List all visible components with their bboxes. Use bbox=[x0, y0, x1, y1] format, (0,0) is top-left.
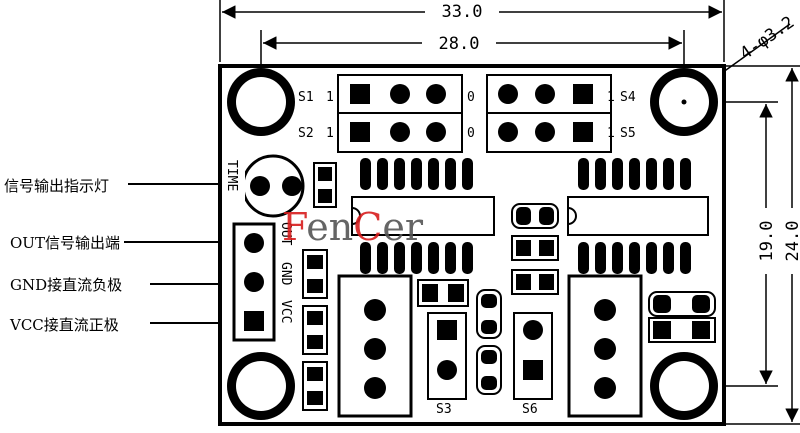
gnd-pin-label: GND bbox=[278, 262, 293, 286]
out-pin-label: OUT bbox=[278, 222, 293, 246]
s2-one-label: 1 bbox=[326, 126, 334, 141]
ic-chip-left bbox=[351, 158, 495, 274]
jumper-block-s1-s2 bbox=[337, 74, 463, 153]
width-outer-label: 33.0 bbox=[442, 2, 483, 22]
potentiometer-left bbox=[337, 274, 413, 418]
mounting-hole-bottom-left bbox=[227, 352, 295, 420]
height-holes-label: 19.0 bbox=[757, 221, 777, 262]
jumper-block-s4-s5 bbox=[486, 74, 612, 153]
s5-one-label: 1 bbox=[607, 126, 615, 141]
side-annotation-out: OUT信号输出端 bbox=[10, 234, 234, 252]
fencer-watermark: FenCer bbox=[282, 205, 424, 249]
right-smd-parts bbox=[648, 291, 716, 343]
hole-spec-label: 4-φ3.2 bbox=[736, 12, 798, 64]
pcb-board: S1 1 S2 1 0 0 1 S4 1 S5 TIME bbox=[218, 64, 726, 426]
time-label: TIME bbox=[224, 160, 239, 191]
watermark-f: F bbox=[282, 205, 307, 249]
height-outer-label: 24.0 bbox=[783, 221, 800, 262]
s6-label: S6 bbox=[522, 402, 538, 417]
dimension-width-holes: 28.0 bbox=[260, 30, 685, 100]
jumper-s3 bbox=[427, 312, 467, 400]
center-smd-parts bbox=[511, 203, 559, 295]
vcc-label: VCC接直流正极 bbox=[9, 316, 119, 334]
signal-led bbox=[237, 154, 305, 218]
led-resistor bbox=[313, 162, 337, 208]
dimension-height-outer: 24.0 bbox=[724, 65, 800, 425]
s4-one-label: 1 bbox=[607, 90, 615, 105]
center-caps bbox=[476, 289, 502, 395]
gnd-label: GND接直流负极 bbox=[10, 276, 122, 294]
vcc-pin-label: VCC bbox=[278, 300, 293, 323]
jumper-s6 bbox=[513, 312, 553, 400]
dimension-height-holes: 19.0 bbox=[724, 101, 778, 387]
s3-label: S3 bbox=[436, 402, 452, 417]
s1-one-label: 1 bbox=[326, 90, 334, 105]
svg-text:FenCer: FenCer bbox=[282, 205, 424, 249]
potentiometer-right bbox=[567, 274, 643, 418]
mounting-hole-top-right bbox=[650, 68, 718, 136]
dimension-width-outer: 33.0 bbox=[219, 0, 725, 62]
out-label: OUT信号输出端 bbox=[10, 234, 120, 252]
watermark-c: C bbox=[353, 205, 382, 249]
side-annotation-vcc: VCC接直流正极 bbox=[9, 316, 234, 334]
s4-label: S4 bbox=[620, 90, 636, 105]
ic-chip-right bbox=[567, 158, 709, 274]
mounting-hole-top-left bbox=[227, 68, 295, 136]
width-holes-label: 28.0 bbox=[439, 34, 480, 54]
signal-connector bbox=[232, 222, 276, 342]
left-smd-resistors bbox=[302, 249, 328, 411]
s5-label: S5 bbox=[620, 126, 636, 141]
side-annotation-gnd: GND接直流负极 bbox=[10, 276, 234, 294]
s2-label: S2 bbox=[298, 126, 314, 141]
s2-zero-label: 0 bbox=[467, 126, 475, 141]
mounting-hole-bottom-right bbox=[650, 352, 718, 420]
s1-zero-label: 0 bbox=[467, 90, 475, 105]
watermark-en: en bbox=[306, 205, 353, 249]
watermark-er: er bbox=[382, 205, 423, 249]
signal-led-label: 信号输出指示灯 bbox=[4, 177, 109, 195]
smd-under-left-ic bbox=[417, 279, 469, 307]
s1-label: S1 bbox=[298, 90, 314, 105]
